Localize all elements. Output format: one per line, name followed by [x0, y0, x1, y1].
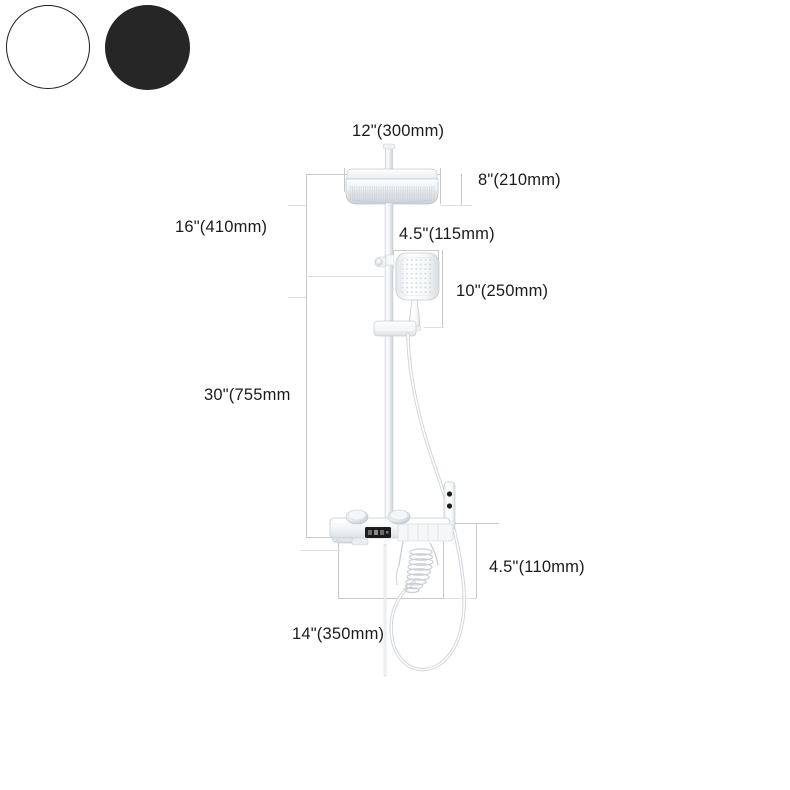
- dim-line-head-width: [344, 174, 441, 175]
- dim-tick-upper-left: [288, 205, 306, 206]
- dim-line-handshower-height: [442, 250, 443, 328]
- dim-tick-handshower-w-left: [393, 250, 394, 262]
- dim-line-riser-main: [306, 174, 307, 538]
- shelf: [397, 523, 454, 542]
- bath-spout: [331, 521, 362, 544]
- dim-tick-valve-left: [338, 537, 339, 599]
- ceiling-arm: [382, 143, 396, 175]
- dim-tick-riser-bottom: [306, 537, 346, 538]
- dim-label-hand-shower-width: 4.5"(115mm): [399, 225, 495, 243]
- riser-bar-lower: [373, 264, 417, 521]
- dim-line-valve-top: [443, 523, 499, 524]
- dim-tick-handshower-left: [288, 297, 306, 298]
- slide-bar-bracket: [373, 320, 417, 337]
- shower-hose: [389, 332, 466, 672]
- coiled-hose: [395, 540, 439, 594]
- dim-label-shower-head-width: 12"(300mm): [352, 122, 445, 140]
- dim-line-valve-width: [338, 598, 444, 599]
- dim-line-handshower-width: [393, 250, 439, 251]
- swatch-white[interactable]: [6, 5, 90, 89]
- dim-label-shower-head-depth: 8"(210mm): [478, 171, 561, 189]
- digital-display: [365, 527, 391, 538]
- dim-tick-valve-right: [443, 523, 444, 599]
- dim-label-riser-total-height: 30"(755mm: [204, 387, 291, 404]
- mixer-handle-left: [345, 509, 369, 525]
- mixer-outlet: [351, 537, 369, 546]
- dim-tick-head-width-right: [440, 168, 441, 204]
- wand-button-upper: [446, 491, 453, 497]
- dim-tick-handshower-w-right: [438, 250, 439, 262]
- riser-bar-upper: [384, 202, 394, 266]
- dim-label-valve-body-height: 4.5"(110mm): [489, 558, 585, 576]
- dim-tick-head-width-left: [344, 168, 345, 192]
- dim-tick-valve-left-stub: [300, 550, 340, 551]
- dim-tick-handshower-h-bottom: [424, 327, 444, 328]
- dim-tick-riser-mid: [306, 276, 384, 277]
- dim-tick-valve-h-bottom: [443, 598, 477, 599]
- dim-label-valve-body-width: 14"(350mm): [292, 625, 385, 643]
- dim-tick-head-depth-bottom: [440, 205, 472, 206]
- dim-line-valve-height: [476, 523, 477, 599]
- dim-line-head-depth: [461, 174, 462, 206]
- dim-label-riser-upper-height: 16"(410mm): [175, 218, 268, 236]
- mixer-handle-right: [387, 509, 411, 525]
- dim-label-hand-shower-height: 10"(250mm): [456, 282, 549, 300]
- wand-button-lower: [446, 503, 453, 509]
- hand-shower-holder: [374, 254, 395, 270]
- thermostatic-mixer-body: [329, 509, 454, 546]
- hand-shower: [395, 252, 440, 332]
- swatch-black[interactable]: [105, 5, 190, 90]
- dim-tick-riser-top: [306, 174, 348, 175]
